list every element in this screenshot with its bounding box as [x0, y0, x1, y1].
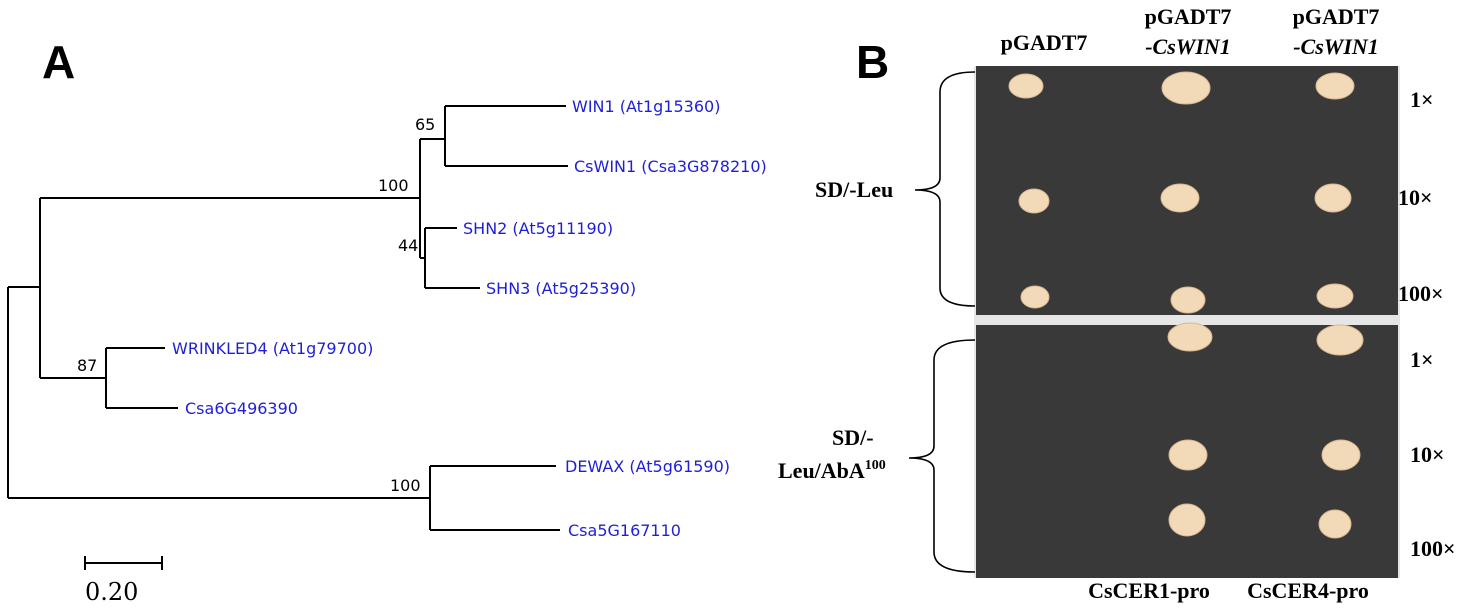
dilution-label: 10×	[1410, 442, 1445, 467]
support-values: 65 100 44 87 100	[77, 115, 435, 495]
colony	[1315, 72, 1355, 100]
panel-a-letter: A	[42, 36, 75, 88]
colony	[1316, 324, 1364, 356]
leaf-label: Csa6G496390	[185, 399, 298, 418]
dilution-label: 10×	[1398, 185, 1433, 210]
scale-bar-line	[84, 556, 163, 570]
medium-label-sup: 100	[865, 458, 886, 473]
colony	[1318, 509, 1352, 539]
colony	[1161, 71, 1211, 105]
colonies-bottom	[1167, 322, 1364, 539]
medium-label-line2: Leu/AbA100	[778, 458, 886, 483]
colony	[1316, 283, 1354, 309]
leaf-label: CsWIN1 (Csa3G878210)	[574, 157, 767, 176]
colony	[1020, 285, 1050, 309]
panel-b-letter: B	[856, 36, 889, 88]
column-header: pGADT7	[1001, 30, 1088, 55]
colony	[1008, 73, 1044, 99]
leaf-labels: WIN1 (At1g15360) CsWIN1 (Csa3G878210) SH…	[172, 97, 767, 540]
colony	[1160, 183, 1200, 213]
colony	[1314, 183, 1352, 213]
leaf-label: WRINKLED4 (At1g79700)	[172, 339, 373, 358]
scale-bar-label: 0.20	[85, 578, 138, 606]
dilution-label: 1×	[1410, 87, 1434, 112]
column-header-sub: -CsWIN1	[1293, 34, 1379, 59]
colony	[1168, 503, 1206, 537]
support-value: 65	[415, 115, 435, 134]
colony	[1167, 322, 1213, 352]
leaf-label: Csa5G167110	[568, 521, 681, 540]
leaf-label: DEWAX (At5g61590)	[565, 457, 730, 476]
panel-a: A	[7, 36, 767, 606]
medium-label: SD/-	[832, 425, 874, 450]
support-value: 44	[398, 236, 418, 255]
panel-b: B pGADT7 pGADT7 -CsWIN1 pGADT7 -CsWIN1	[778, 4, 1456, 603]
colony	[1321, 439, 1361, 471]
colony	[1018, 188, 1050, 214]
leaf-label: WIN1 (At1g15360)	[572, 97, 720, 116]
column-headers: pGADT7 pGADT7 -CsWIN1 pGADT7 -CsWIN1	[1001, 4, 1380, 59]
dilution-label: 100×	[1410, 536, 1456, 561]
tree-branches	[7, 105, 568, 531]
brace-sd-leu-aba	[908, 339, 976, 573]
colonies-top	[1008, 71, 1355, 314]
dilution-label: 1×	[1410, 347, 1434, 372]
leaf-label: SHN2 (At5g11190)	[463, 219, 613, 238]
medium-label-main: Leu/AbA	[778, 458, 865, 483]
leaf-label: SHN3 (At5g25390)	[486, 279, 636, 298]
column-header: pGADT7	[1145, 4, 1232, 29]
reporter-label: CsCER1-pro	[1088, 578, 1210, 603]
brace-sd-leu	[914, 71, 976, 307]
dilution-labels: 1× 10× 100× 1× 10× 100×	[1398, 87, 1456, 561]
scale-bar: 0.20	[84, 556, 163, 606]
column-header: pGADT7	[1293, 4, 1380, 29]
dilution-label: 100×	[1398, 281, 1444, 306]
support-value: 87	[77, 356, 97, 375]
support-value: 100	[378, 176, 409, 195]
colony	[1168, 439, 1208, 471]
support-value: 100	[390, 476, 421, 495]
reporter-label: CsCER4-pro	[1247, 578, 1369, 603]
medium-label: SD/-Leu	[815, 177, 893, 202]
colony	[1170, 286, 1206, 314]
column-header-sub: -CsWIN1	[1145, 34, 1231, 59]
